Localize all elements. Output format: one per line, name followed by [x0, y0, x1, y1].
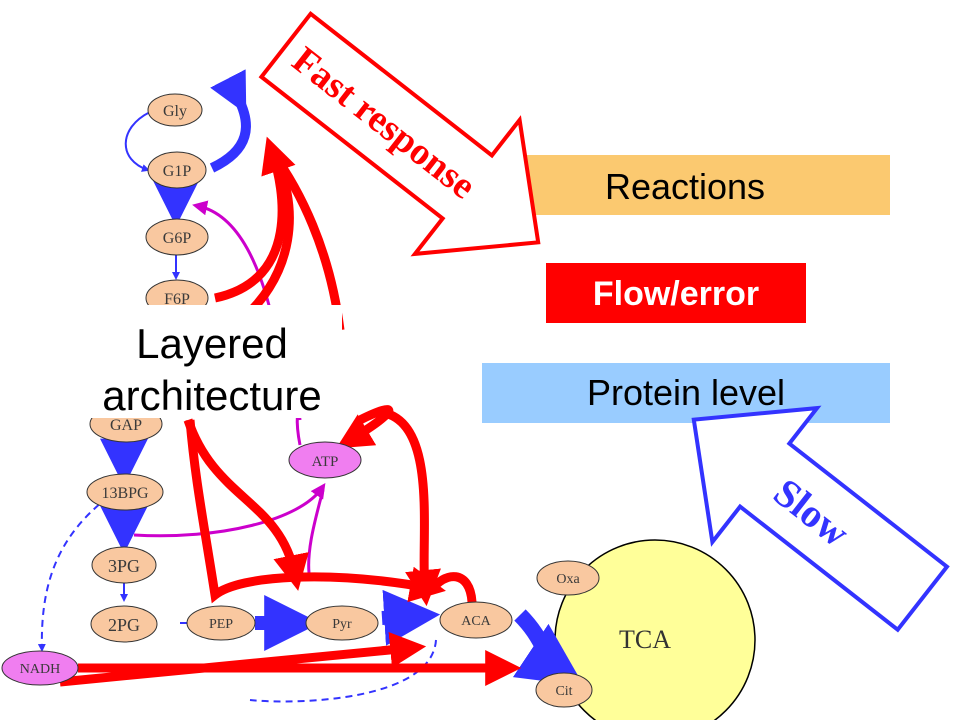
layered-title-line1: Layered	[136, 320, 288, 367]
svg-text:2PG: 2PG	[108, 615, 140, 635]
flow-error-label: Flow/error	[593, 275, 759, 313]
layered-architecture-box	[80, 305, 342, 418]
svg-text:Oxa: Oxa	[556, 572, 580, 587]
svg-text:ACA: ACA	[461, 614, 491, 629]
svg-text:3PG: 3PG	[108, 556, 140, 576]
node-g1p: G1P	[147, 151, 207, 189]
tca-label: TCA	[619, 625, 671, 654]
node-3pg: 3PG	[91, 546, 157, 584]
svg-text:Pyr: Pyr	[332, 617, 352, 632]
svg-text:Cit: Cit	[555, 684, 572, 699]
svg-text:13BPG: 13BPG	[101, 485, 149, 502]
fast-response-arrow: Fast response	[258, 11, 541, 257]
node-cit: Cit	[535, 672, 593, 708]
node-pep: PEP	[186, 605, 256, 641]
node-aca: ACA	[439, 601, 513, 639]
svg-text:NADH: NADH	[20, 662, 60, 677]
flow-error-bar	[546, 263, 806, 323]
reactions-bar	[482, 155, 890, 215]
svg-text:PEP: PEP	[209, 617, 233, 632]
protein-level-bar	[482, 363, 890, 423]
blue-flux-arrows	[37, 69, 584, 703]
svg-text:ATP: ATP	[312, 454, 339, 470]
svg-text:G1P: G1P	[163, 163, 192, 180]
protein-level-label: Protein level	[587, 372, 785, 413]
layered-title-line2: architecture	[102, 372, 321, 419]
reactions-label: Reactions	[605, 166, 765, 207]
svg-text:GAP: GAP	[110, 417, 142, 434]
svg-text:F6P: F6P	[164, 291, 190, 308]
node-atp: ATP	[288, 441, 362, 479]
node-g6p: G6P	[145, 218, 209, 256]
node-gly: Gly	[147, 93, 203, 127]
node-13bpg: 13BPG	[86, 473, 164, 511]
svg-text:Gly: Gly	[163, 103, 187, 120]
feedback-arrows	[59, 136, 522, 687]
node-2pg: 2PG	[90, 605, 158, 643]
node-nadh: NADH	[1, 650, 79, 686]
node-oxa: Oxa	[536, 560, 600, 596]
node-pyr: Pyr	[305, 605, 379, 641]
svg-text:G6P: G6P	[163, 230, 192, 247]
